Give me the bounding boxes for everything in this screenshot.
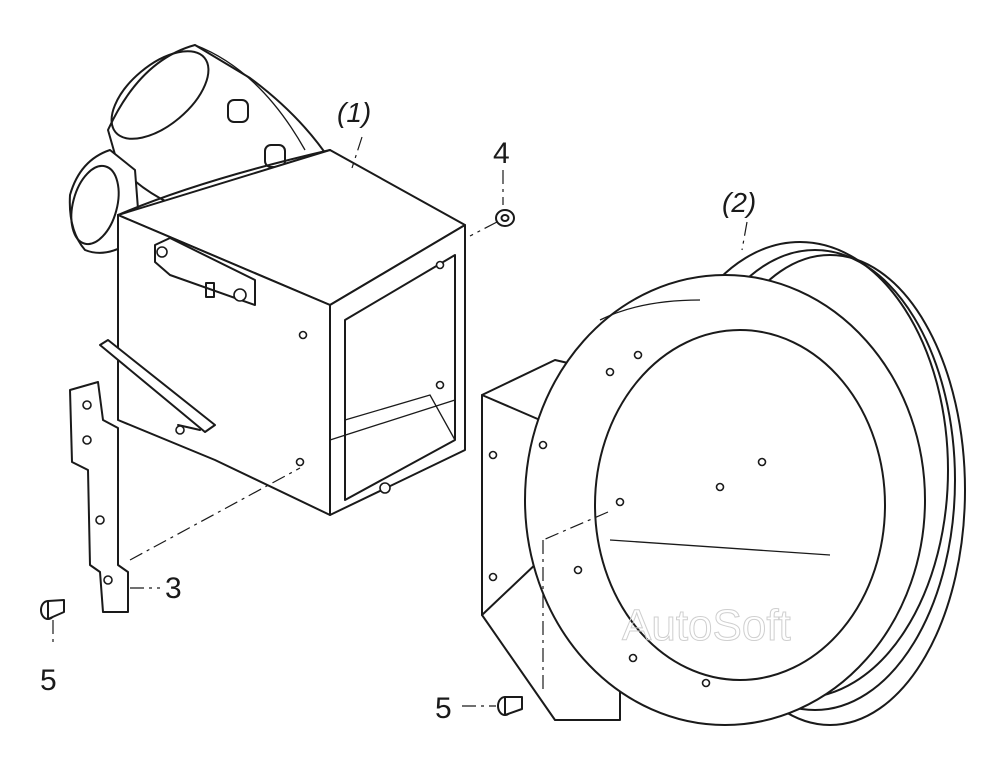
callout-part-3: 3 xyxy=(165,572,182,605)
bolt-part-5-left xyxy=(40,599,65,620)
callout-part-1: (1) xyxy=(337,97,371,128)
callout-part-5-left: 5 xyxy=(40,664,57,697)
washer-part-4 xyxy=(495,209,515,227)
bracket-part-3 xyxy=(69,381,129,613)
callout-part-2: (2) xyxy=(722,187,756,218)
watermark: AutoSoft xyxy=(622,601,791,650)
bolt-part-5-bottom xyxy=(497,696,523,716)
leader-lines xyxy=(52,136,748,707)
callout-part-5-bottom: 5 xyxy=(435,692,452,725)
flange-part-2 xyxy=(481,241,966,726)
callout-part-4: 4 xyxy=(493,137,510,170)
housing-part-1 xyxy=(68,44,466,516)
